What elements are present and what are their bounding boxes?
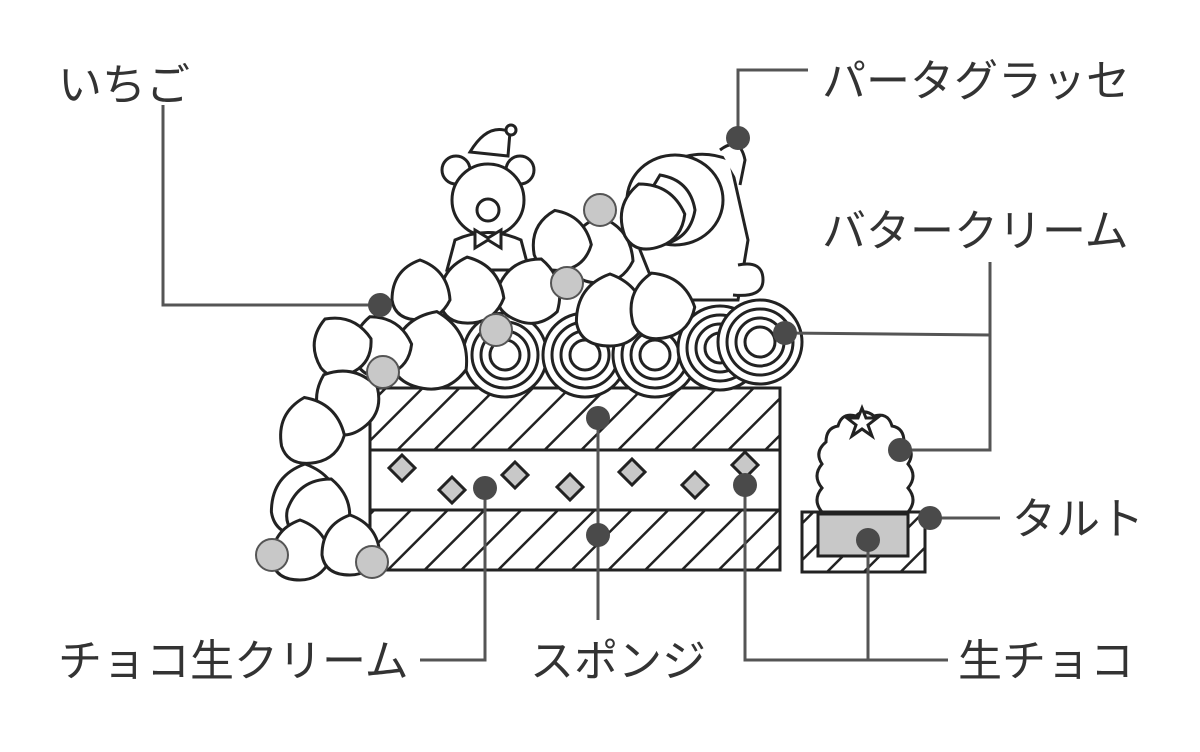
cake-slice xyxy=(368,386,782,572)
leader-dot xyxy=(473,476,497,500)
strawberry-marker xyxy=(550,266,584,300)
butter-cream-swirl xyxy=(638,338,672,372)
leader-dot xyxy=(586,406,610,430)
leader-dot xyxy=(773,321,797,345)
teddy-bear xyxy=(440,123,536,272)
strawberry-icon xyxy=(279,395,346,465)
label-sponge: スポンジ xyxy=(530,636,706,687)
nama-choco-diamond xyxy=(554,471,586,503)
leader-butter-cream-2 xyxy=(784,331,991,337)
strawberry-marker xyxy=(355,545,389,579)
butter-cream-swirl xyxy=(743,325,777,359)
leader-dot xyxy=(888,438,912,462)
sponge-bottom-layer xyxy=(368,508,782,572)
nama-choco-diamond xyxy=(386,452,418,484)
butter-cream-tree xyxy=(815,410,915,514)
nama-choco-diamond xyxy=(616,456,648,488)
nama-choco-diamond xyxy=(679,469,711,501)
cake-decorations xyxy=(269,123,804,582)
strawberry-marker xyxy=(479,313,513,347)
strawberry-icon xyxy=(390,258,452,322)
label-tart: タルト xyxy=(1012,494,1144,545)
label-butter-cream: バタークリーム xyxy=(822,206,1129,257)
leader-choco-cream xyxy=(420,488,487,662)
strawberry-marker xyxy=(366,355,400,389)
star-icon xyxy=(842,403,882,440)
strawberry-marker xyxy=(583,193,617,227)
strawberry-marker xyxy=(255,538,289,572)
leader-dot xyxy=(733,473,757,497)
strawberries xyxy=(269,182,697,582)
strawberry-icon xyxy=(629,271,697,341)
nama-choco-diamond xyxy=(499,459,531,491)
leader-dot xyxy=(856,528,880,552)
leader-dot xyxy=(368,293,392,317)
leader-pate-glacee xyxy=(736,68,808,138)
label-choco-cream: チョコ生クリーム xyxy=(58,636,409,687)
leader-strawberry xyxy=(161,105,380,307)
label-nama-choco: 生チョコ xyxy=(958,636,1134,687)
strawberry-icon xyxy=(312,316,373,378)
leader-dots xyxy=(368,126,942,552)
leader-dot xyxy=(918,506,942,530)
cup-handle xyxy=(732,262,765,297)
strawberry-icon xyxy=(619,182,687,251)
nama-choco-pieces xyxy=(386,449,761,506)
leader-dot xyxy=(726,126,750,150)
strawberry-markers xyxy=(255,193,617,579)
nama-choco-diamond xyxy=(436,474,468,506)
leader-lines xyxy=(161,68,1000,662)
leader-butter-cream xyxy=(900,262,992,452)
leader-nama-choco xyxy=(743,485,948,662)
label-pate-glacee: パータグラッセ xyxy=(822,56,1130,107)
leader-dot xyxy=(586,523,610,547)
label-strawberry: いちご xyxy=(58,60,190,111)
